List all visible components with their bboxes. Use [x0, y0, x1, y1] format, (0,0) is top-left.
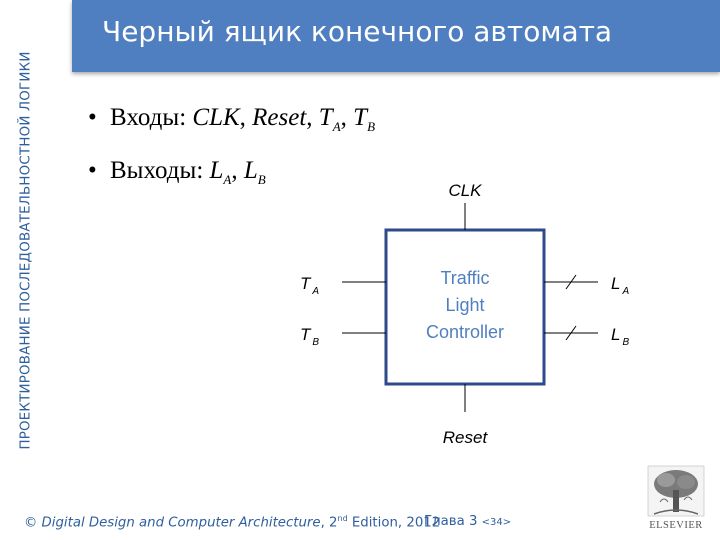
- bullet-label: Выходы:: [110, 157, 204, 184]
- footer-copyright: © Digital Design and Computer Architectu…: [24, 514, 441, 531]
- elsevier-tree-icon: ELSEVIER: [647, 465, 705, 531]
- output-la: LA: [209, 157, 232, 187]
- slide-title: Черный ящик конечного автомата: [102, 15, 613, 48]
- input-reset: Reset: [252, 104, 307, 131]
- reset-label: Reset: [443, 428, 489, 447]
- bullet-inputs: •Входы: CLK, Reset, TA, TB: [88, 104, 376, 134]
- svg-text:Light: Light: [445, 295, 484, 315]
- input-ta: TA: [318, 104, 341, 134]
- output-lb: LB: [243, 157, 266, 187]
- bullet-outputs: •Выходы: LA, LB: [88, 157, 266, 187]
- svg-text:Traffic: Traffic: [440, 268, 489, 288]
- input-clk: CLK: [192, 104, 240, 131]
- controller-label: Traffic Light Controller: [426, 268, 504, 342]
- bullet-dot: •: [88, 104, 97, 131]
- page-number: <34>: [481, 517, 512, 528]
- la-bus-slash: [565, 274, 577, 290]
- lb-bus-slash: [565, 325, 577, 341]
- chapter-page-number: Глава 3 <34>: [424, 514, 512, 529]
- controller-box: [384, 228, 546, 386]
- clk-label: CLK: [448, 181, 482, 200]
- svg-text:Controller: Controller: [426, 322, 504, 342]
- title-bar: Черный ящик конечного автомата: [72, 0, 720, 72]
- input-tb: TB: [353, 104, 376, 134]
- book-title: Digital Design and Computer Architecture: [41, 515, 321, 531]
- svg-text:ELSEVIER: ELSEVIER: [649, 520, 703, 531]
- bullet-dot: •: [88, 157, 97, 184]
- bullet-label: Входы:: [110, 104, 187, 131]
